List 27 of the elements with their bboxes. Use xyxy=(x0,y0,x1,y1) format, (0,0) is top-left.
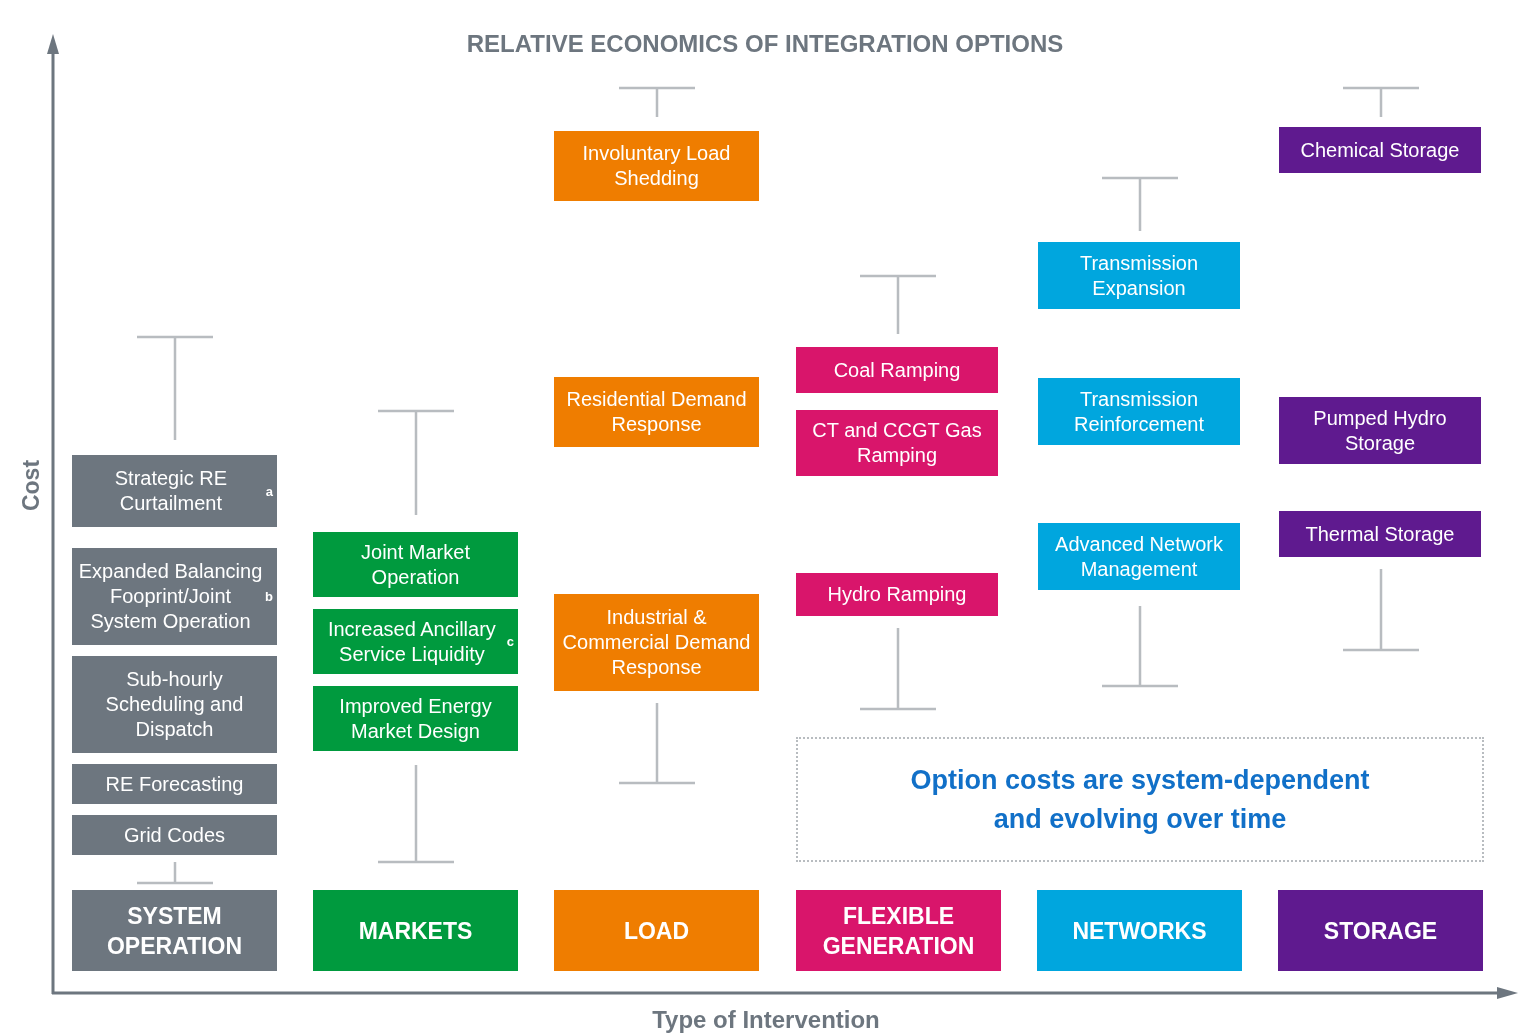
category-box: NETWORKS xyxy=(1037,890,1242,971)
option-box: Hydro Ramping xyxy=(796,573,998,616)
category-box: MARKETS xyxy=(313,890,518,971)
option-box: Grid Codes xyxy=(72,815,277,855)
option-box: Transmission Reinforcement xyxy=(1038,378,1240,445)
option-box: Residential Demand Response xyxy=(554,377,759,447)
option-box: Joint Market Operation xyxy=(313,532,518,597)
option-box: Advanced Network Management xyxy=(1038,523,1240,590)
category-box: LOAD xyxy=(554,890,759,971)
option-box: Industrial & Commercial Demand Response xyxy=(554,594,759,691)
option-box: Sub-hourly Scheduling and Dispatch xyxy=(72,656,277,753)
option-box: Involuntary Load Shedding xyxy=(554,131,759,201)
option-box: RE Forecasting xyxy=(72,764,277,804)
option-box: Chemical Storage xyxy=(1279,127,1481,173)
option-box: Improved Energy Market Design xyxy=(313,686,518,751)
chart-title: RELATIVE ECONOMICS OF INTEGRATION OPTIONS xyxy=(465,30,1065,58)
option-box: Pumped Hydro Storage xyxy=(1279,397,1481,464)
category-box: FLEXIBLE GENERATION xyxy=(796,890,1001,971)
x-axis-label: Type of Intervention xyxy=(651,1006,881,1034)
y-axis-label: Cost xyxy=(17,458,45,514)
option-box: Thermal Storage xyxy=(1279,511,1481,557)
option-box: Coal Ramping xyxy=(796,347,998,393)
category-box: SYSTEM OPERATION xyxy=(72,890,277,971)
note-box: Option costs are system-dependent and evolving over time xyxy=(796,737,1484,862)
option-box: Transmission Expansion xyxy=(1038,242,1240,309)
category-box: STORAGE xyxy=(1278,890,1483,971)
option-box: CT and CCGT Gas Ramping xyxy=(796,410,998,476)
